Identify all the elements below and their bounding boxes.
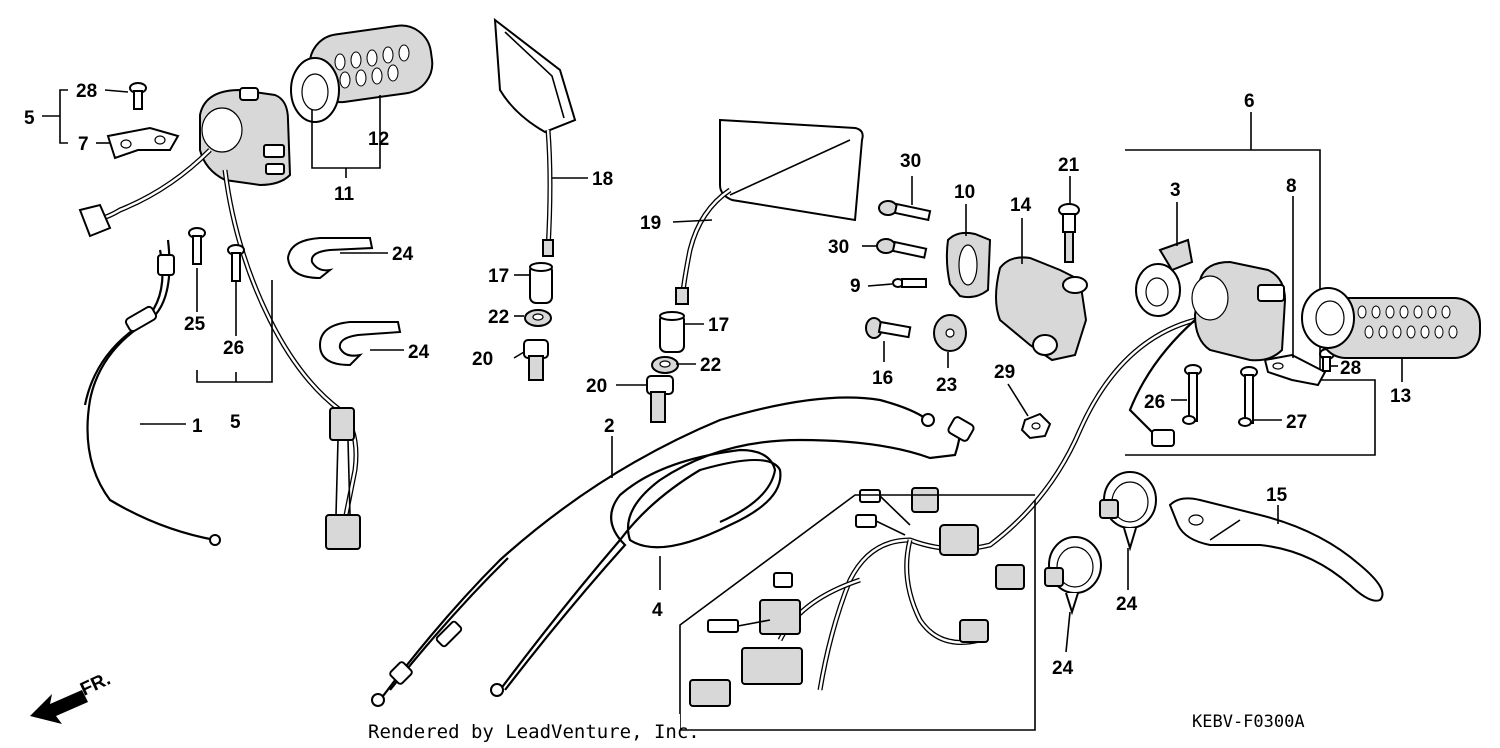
switch-plate-8[interactable] <box>1263 353 1327 387</box>
nut-22-left[interactable] <box>524 309 552 327</box>
callout-14: 14 <box>1010 195 1032 216</box>
mirror-bolt-20-left[interactable] <box>523 339 549 381</box>
callout-27: 27 <box>1286 412 1307 433</box>
diagram-code: KEBV-F0300A <box>1192 712 1305 732</box>
callout-23: 23 <box>936 375 957 396</box>
clamp-band-24-right-lower[interactable] <box>1044 536 1102 616</box>
clamp-band-24-lower[interactable] <box>318 321 402 367</box>
callout-30-upper: 30 <box>900 151 921 172</box>
callout-26-left: 26 <box>223 338 244 359</box>
bolt-21[interactable] <box>1058 203 1080 263</box>
switch-cover-3[interactable] <box>1135 238 1194 317</box>
callout-20-left: 20 <box>472 349 493 370</box>
callout-19: 19 <box>640 213 661 234</box>
callout-3: 3 <box>1170 180 1181 201</box>
callout-5-top: 5 <box>24 108 35 129</box>
callout-22-left: 22 <box>488 307 509 328</box>
left-switch-connector-2[interactable] <box>325 514 361 550</box>
rendered-by-credit: Rendered by LeadVenture, Inc. <box>368 721 700 743</box>
credit-backdrop <box>364 714 680 744</box>
right-throttle-grip-13[interactable] <box>1301 287 1481 359</box>
leader-lines <box>42 89 1403 653</box>
callout-18: 18 <box>592 169 613 190</box>
callout-1: 1 <box>192 416 203 437</box>
callout-2: 2 <box>604 416 615 437</box>
throttle-cable-4[interactable] <box>490 416 975 697</box>
screw-28-left[interactable] <box>129 82 147 110</box>
callout-6: 6 <box>1244 91 1255 112</box>
front-direction-arrow: FR. <box>30 669 114 724</box>
callout-24-right-upper: 24 <box>1116 594 1138 615</box>
screw-27[interactable] <box>1238 366 1258 427</box>
throttle-cable-2[interactable] <box>371 396 935 707</box>
callout-labels: 28 5 7 12 11 24 25 26 24 5 1 18 19 17 22… <box>24 81 1411 679</box>
screw-16[interactable] <box>865 317 912 339</box>
mirror-bolt-20-right[interactable] <box>646 375 674 423</box>
callout-17-right: 17 <box>708 315 729 336</box>
left-switch-housing[interactable] <box>199 87 292 187</box>
callout-28-right: 28 <box>1340 358 1361 379</box>
mirror-adapter-17-right[interactable] <box>659 311 685 353</box>
callout-8: 8 <box>1286 176 1297 197</box>
left-switch-holder-plate[interactable] <box>106 126 180 160</box>
callout-26-right: 26 <box>1144 392 1165 413</box>
callout-24-left-upper: 24 <box>392 244 414 265</box>
nut-22-right[interactable] <box>651 356 679 374</box>
callout-11: 11 <box>334 184 355 205</box>
mirror-18[interactable] <box>493 17 577 257</box>
callout-21: 21 <box>1058 155 1080 176</box>
left-grip[interactable] <box>290 22 436 123</box>
screw-26-right[interactable] <box>1182 364 1202 425</box>
callout-30-lower: 30 <box>828 237 849 258</box>
callout-17-left: 17 <box>488 266 509 287</box>
callout-7: 7 <box>78 134 89 155</box>
mirror-19[interactable] <box>675 118 864 305</box>
screw-9[interactable] <box>892 278 927 288</box>
callout-20-right: 20 <box>586 376 607 397</box>
left-switch-connector-1[interactable] <box>329 407 355 441</box>
gear-23[interactable] <box>933 314 967 352</box>
main-harness-box <box>679 494 1036 731</box>
bolt-30-upper[interactable] <box>878 200 932 222</box>
callout-22-right: 22 <box>700 355 721 376</box>
clutch-cable[interactable] <box>83 239 221 546</box>
callout-29: 29 <box>994 362 1015 383</box>
clamp-band-24-right-upper[interactable] <box>1099 471 1157 552</box>
callout-25: 25 <box>184 314 206 335</box>
nut-29[interactable] <box>1020 412 1052 440</box>
screw-25[interactable] <box>188 227 206 265</box>
lever-bracket-14[interactable] <box>995 256 1088 362</box>
callout-16: 16 <box>872 368 893 389</box>
right-switch-assembly-box <box>1125 149 1376 456</box>
callout-28-left: 28 <box>76 81 97 102</box>
brake-lever-15[interactable] <box>1168 497 1384 602</box>
callout-15: 15 <box>1266 485 1288 506</box>
main-wire-harness[interactable] <box>689 317 1196 707</box>
callout-24-right-lower: 24 <box>1052 658 1074 679</box>
callout-10: 10 <box>954 182 975 203</box>
callout-13: 13 <box>1390 386 1411 407</box>
callout-5-bottom: 5 <box>230 412 241 433</box>
callout-9: 9 <box>850 276 861 297</box>
callout-4: 4 <box>652 600 663 621</box>
right-switch-housing[interactable] <box>1191 260 1287 362</box>
clamp-band-24-upper[interactable] <box>286 237 374 280</box>
callout-12: 12 <box>368 129 389 150</box>
callout-24-left-lower: 24 <box>408 342 430 363</box>
bolt-30-lower[interactable] <box>876 238 928 259</box>
master-cylinder-holder-10[interactable] <box>945 231 992 299</box>
mirror-adapter-17-left[interactable] <box>529 262 553 304</box>
screw-26-left[interactable] <box>227 244 245 282</box>
